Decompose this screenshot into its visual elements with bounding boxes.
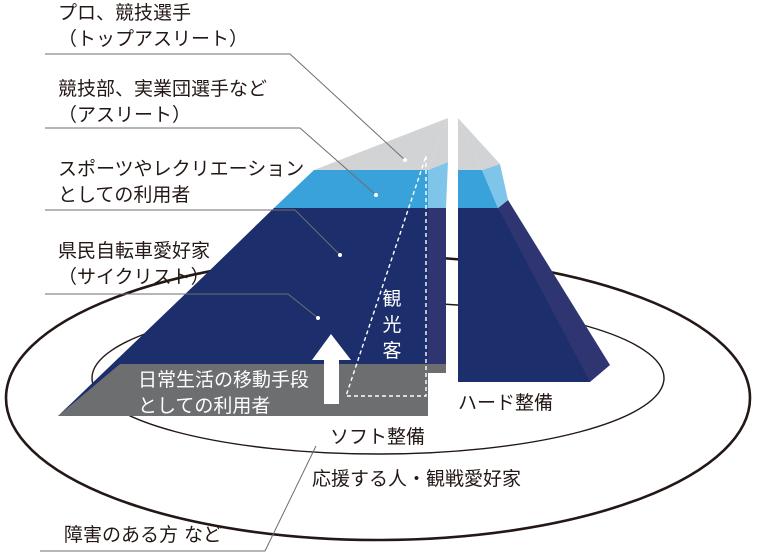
marker-cyclist [316,316,320,320]
label-top-athlete-line2: （トップアスリート） [58,28,249,50]
label-club-athlete: 競技部、実業団選手など （アスリート） [58,76,267,128]
leader-cyclist [45,293,319,319]
left-pyramid-side [428,208,446,373]
leader-top-athlete [45,53,406,161]
label-top-athlete: プロ、競技選手 （トップアスリート） [58,0,248,52]
label-tourist-char1: 観 [382,288,402,310]
right-pyramid-base [458,208,590,382]
marker-recreation [338,253,342,257]
left-pyramid-side-top [428,118,448,170]
label-cyclist: 県民自転車愛好家 （サイクリスト） [58,238,210,290]
right-pyramid-side [498,200,610,382]
label-daily-use-line2: としての利用者 [138,395,271,417]
right-pyramid-side-blue [482,164,508,208]
label-recreation-line2: としての利用者 [58,184,191,206]
left-pyramid-side-blue [428,162,448,208]
label-soft: ソフト整備 [330,426,426,448]
label-recreation-line1: スポーツやレクリエーション [58,158,305,180]
left-pyramid-blue-band [274,170,428,208]
daily-use-band [58,364,446,416]
tourist-dashed-outline [345,155,427,397]
arrow-head [312,334,351,360]
label-disability: 障害のある方 など [64,524,223,546]
label-tourist-char3: 客 [382,340,402,362]
leader-recreation [45,209,341,256]
label-daily-use: 日常生活の移動手段 としての利用者 [138,367,309,419]
label-supporters: 応援する人・観戦愛好家 [312,468,522,490]
label-tourist-char2: 光 [382,314,402,336]
label-recreation: スポーツやレクリエーション としての利用者 [58,156,304,208]
label-cyclist-line1: 県民自転車愛好家 [58,240,211,262]
label-cyclist-line2: （サイクリスト） [58,266,210,288]
label-hard: ハード整備 [458,392,554,414]
label-top-athlete-line1: プロ、競技選手 [58,2,192,24]
right-pyramid-blue-band [458,170,498,208]
leader-club-athlete [45,127,377,196]
left-pyramid-top [314,118,448,170]
marker-top-athlete [403,158,407,162]
leader-disability [40,445,317,552]
label-club-athlete-line1: 競技部、実業団選手など [58,78,268,100]
right-pyramid-side-top [458,118,500,170]
label-tourist: 観 光 客 [380,286,404,364]
label-daily-use-line1: 日常生活の移動手段 [138,369,310,391]
arrow-shaft [324,356,339,404]
marker-club-athlete [374,193,378,197]
label-club-athlete-line2: （アスリート） [58,104,192,126]
